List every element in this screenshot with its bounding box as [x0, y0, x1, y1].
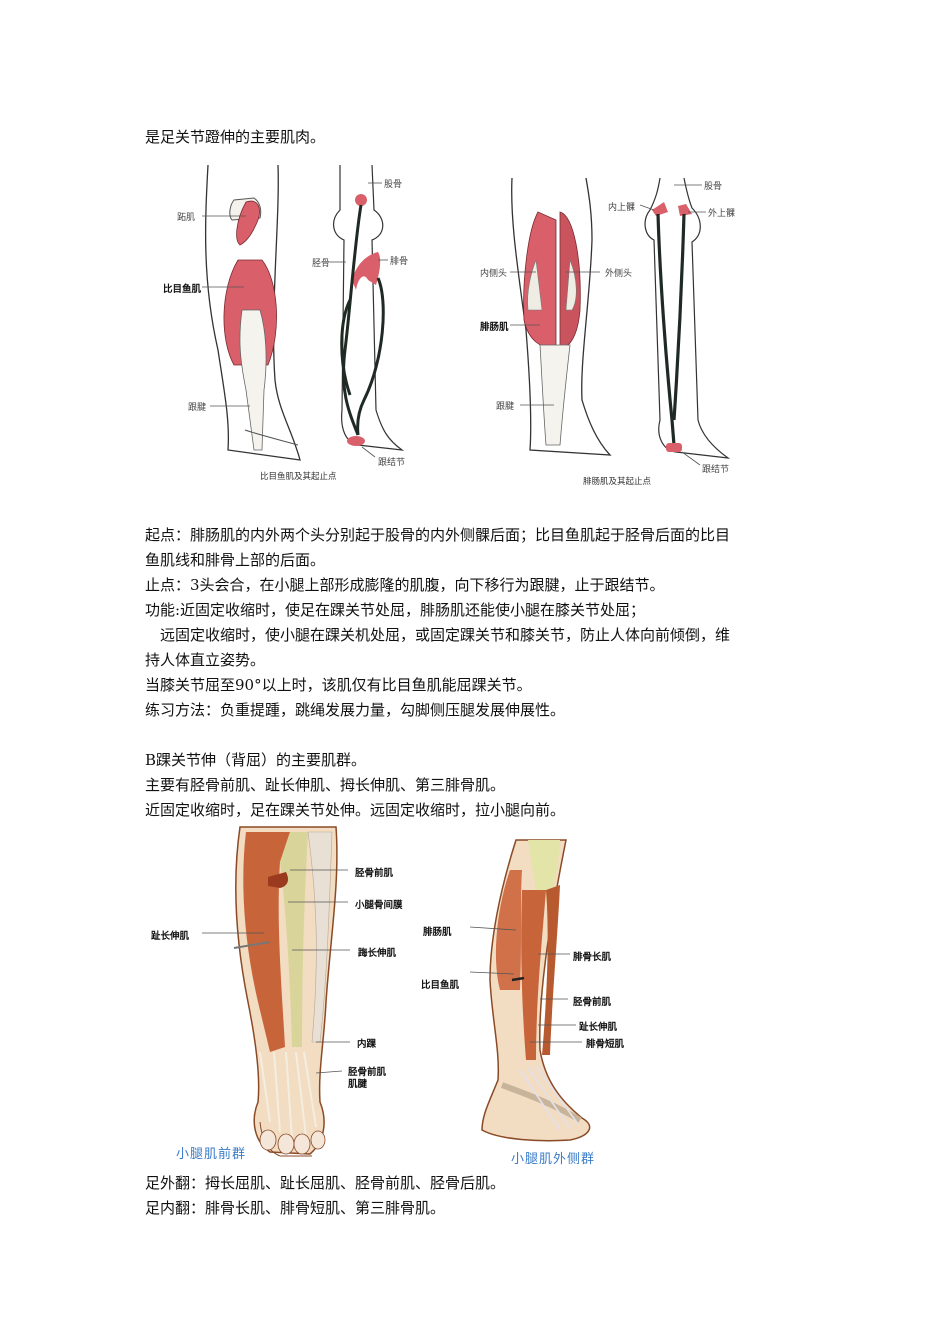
lateral-leg-illustration	[469, 839, 591, 1142]
intro-line: 是足关节蹬伸的主要肌肉。	[145, 128, 326, 146]
paragraph-function-2: 远固定收缩时，使小腿在踝关机处屈，或固定踝关节和膝关节，防止人体向前倾倒，维	[145, 626, 731, 644]
gastrocnemius-illustration	[510, 177, 731, 466]
label-extensor-digitorum-longus: 趾长伸肌	[579, 1022, 618, 1033]
label-peroneus-longus: 腓骨长肌	[573, 952, 612, 963]
label-fibula: 腓骨	[390, 257, 409, 267]
section-b-function: 近固定收缩时，足在踝关节处伸。远固定收缩时，拉小腿向前。	[145, 801, 566, 819]
caption-soleus: 比目鱼肌及其起止点	[260, 472, 337, 482]
label-soleus: 比目鱼肌	[421, 980, 460, 991]
paragraph-knee-note: 当膝关节屈至90°以上时，该肌仅有比目鱼肌能屈踝关节。	[145, 676, 532, 694]
paragraph-function-1: 功能:近固定收缩时，使足在踝关节处屈，腓肠肌还能使小腿在膝关节处屈；	[145, 601, 646, 619]
label-interosseous-membrane: 小腿骨间膜	[355, 900, 403, 911]
label-tibia: 胫骨	[312, 259, 331, 269]
label-gastrocnemius: 腓肠肌	[480, 322, 509, 333]
caption-gastrocnemius: 腓肠肌及其起止点	[583, 477, 652, 487]
label-plantaris: 跖肌	[177, 213, 196, 223]
label-tibialis-anterior-tendon: 胫骨前肌	[348, 1067, 387, 1078]
label-medial-epicondyle: 内上髁	[608, 203, 636, 213]
label-achilles: 跟腱	[496, 402, 515, 412]
label-peroneus-brevis: 腓骨短肌	[586, 1039, 625, 1050]
label-extensor-digitorum-longus: 趾长伸肌	[151, 931, 190, 942]
caption-anterior-group: 小腿肌前群	[176, 1147, 247, 1162]
figure-lateral-group: 腓肠肌 腓骨长肌 比目鱼肌 胫骨前肌 趾长伸肌 腓骨短肌 小腿肌外侧群	[410, 830, 650, 1170]
label-medial-malleolus: 内踝	[357, 1039, 377, 1050]
label-soleus: 比目鱼肌	[163, 284, 202, 295]
label-lateral-head: 外侧头	[605, 269, 633, 279]
paragraph-training: 练习方法：负重提踵，跳绳发展力量，勾脚侧压腿发展伸展性。	[145, 701, 566, 719]
label-achilles: 跟腱	[188, 403, 207, 413]
section-b-heading: B踝关节伸（背屈）的主要肌群。	[145, 751, 367, 769]
label-tibialis-anterior: 胫骨前肌	[573, 997, 612, 1008]
paragraph-origin-1: 起点：腓肠肌的内外两个头分别起于股骨的内外侧髁后面；比目鱼肌起于胫骨后面的比目	[145, 526, 731, 544]
figure-gastrocnemius: 内侧头 外侧头 腓肠肌 跟腱 股骨 内上髁 外上髁 跟结节 腓肠肌及其起止点	[470, 160, 770, 490]
inversion-line: 足内翻：腓骨长肌、腓骨短肌、第三腓骨肌。	[145, 1199, 446, 1217]
label-femur: 股骨	[384, 180, 403, 190]
section-b-muscles: 主要有胫骨前肌、趾长伸肌、拇长伸肌、第三腓骨肌。	[145, 776, 506, 794]
paragraph-origin-2: 鱼肌线和腓骨上部的后面。	[145, 551, 326, 569]
figure-anterior-group: 胫骨前肌 小腿骨间膜 趾长伸肌 踇长伸肌 内踝 胫骨前肌 肌腱 小腿肌前群	[140, 822, 420, 1167]
label-extensor-hallucis-longus: 踇长伸肌	[358, 948, 397, 959]
paragraph-insertion: 止点：3头会合，在小腿上部形成膨隆的肌腹，向下移行为跟腱，止于跟结节。	[145, 576, 665, 594]
label-tibialis-anterior: 胫骨前肌	[355, 868, 394, 879]
paragraph-function-3: 持人体直立姿势。	[145, 651, 266, 669]
label-medial-head: 内侧头	[480, 269, 508, 279]
figure-soleus: 跖肌 比目鱼肌 跟腱 股骨 胫骨 腓骨 跟结节 比目鱼肌及其起止点	[150, 160, 450, 490]
caption-lateral-group: 小腿肌外侧群	[511, 1152, 596, 1167]
label-lateral-epicondyle: 外上髁	[708, 209, 736, 219]
label-calcaneal-tuberosity: 跟结节	[702, 465, 730, 475]
eversion-line: 足外翻：拇长屈肌、趾长屈肌、胫骨前肌、胫骨后肌。	[145, 1174, 506, 1192]
label-gastrocnemius: 腓肠肌	[423, 927, 452, 938]
label-femur: 股骨	[704, 182, 723, 192]
soleus-illustration	[202, 164, 405, 461]
anterior-leg-illustration	[202, 826, 350, 1157]
label-tendon: 肌腱	[348, 1079, 368, 1090]
label-calcaneal-tuberosity: 跟结节	[378, 458, 406, 468]
